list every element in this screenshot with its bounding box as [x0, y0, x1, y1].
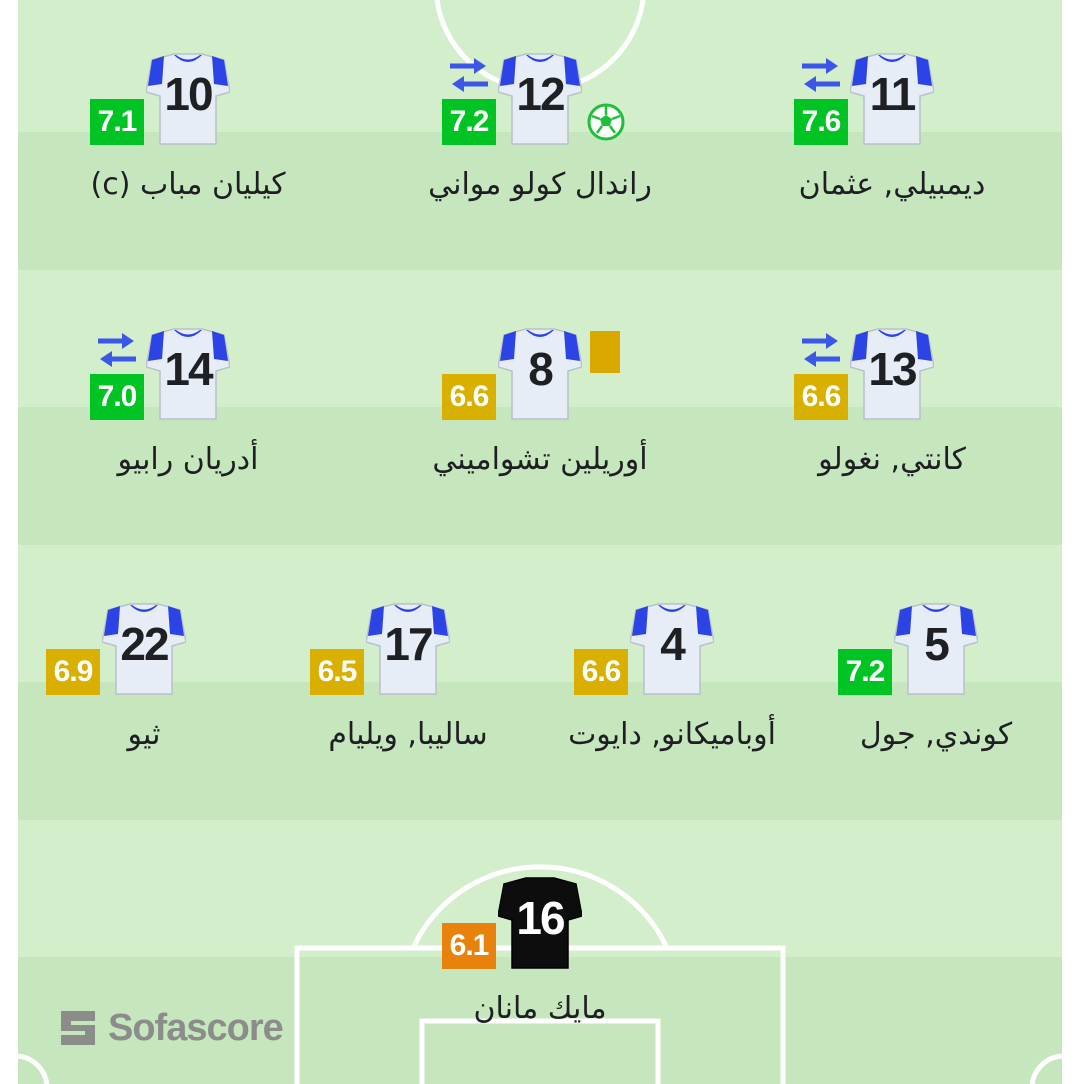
rating-badge: 6.6	[442, 374, 496, 420]
rating-badge: 7.2	[838, 649, 892, 695]
shirt-icon: 22	[102, 602, 186, 696]
shirt-icon: 12	[498, 52, 582, 146]
corner-arc	[1029, 1053, 1065, 1084]
player-name: كيليان مباب (c)	[90, 167, 286, 202]
substitution-icon	[798, 331, 844, 371]
pitch-stripe	[18, 407, 1062, 545]
rating-badge: 7.1	[90, 99, 144, 145]
rating-badge: 6.6	[574, 649, 628, 695]
player-name: أوباميكانو, دايوت	[568, 717, 776, 752]
left-touchline	[13, 0, 18, 1084]
goal-ball-icon	[586, 102, 626, 142]
shirt-number: 22	[120, 618, 169, 670]
rating-badge: 6.9	[46, 649, 100, 695]
substitution-icon	[94, 331, 140, 371]
shirt-number: 14	[164, 343, 213, 395]
penalty-arc	[410, 864, 670, 950]
player-name: أدريان رابيو	[117, 442, 259, 477]
player-name: كوندي, جول	[859, 717, 1013, 752]
substitution-icon	[446, 56, 492, 96]
shirt-icon: 5	[894, 602, 978, 696]
pitch-stripe	[18, 132, 1062, 270]
shirt-number: 13	[868, 343, 917, 395]
corner-arc	[14, 1053, 50, 1084]
player-name: راندال كولو مواني	[428, 167, 652, 202]
right-touchline	[1062, 0, 1067, 1084]
player-name: أوريلين تشواميني	[432, 442, 648, 477]
shirt-number: 8	[528, 343, 554, 395]
rating-badge: 6.5	[310, 649, 364, 695]
shirt-icon: 16	[498, 876, 582, 970]
player-name: ثيو	[127, 717, 161, 752]
shirt-icon: 10	[146, 52, 230, 146]
shirt-icon: 14	[146, 327, 230, 421]
player-name: كانتي, نغولو	[818, 442, 966, 477]
shirt-number: 17	[384, 618, 433, 670]
shirt-icon: 17	[366, 602, 450, 696]
shirt-number: 16	[516, 892, 565, 944]
rating-badge: 6.1	[442, 923, 496, 969]
sofascore-wordmark: Sofascore	[108, 1007, 284, 1049]
shirt-number: 4	[660, 618, 686, 670]
sofascore-logo-icon	[61, 1011, 95, 1045]
shirt-icon: 8	[498, 327, 582, 421]
rating-badge: 7.6	[794, 99, 848, 145]
pitch-stripe	[18, 682, 1062, 820]
yellow-card-icon	[590, 331, 620, 373]
rating-badge: 7.0	[90, 374, 144, 420]
player-name: ديمبيلي, عثمان	[798, 167, 986, 202]
player-name: مايك مانان	[473, 991, 607, 1026]
rating-badge: 6.6	[794, 374, 848, 420]
goal-box	[419, 1018, 661, 1084]
shirt-icon: 11	[850, 52, 934, 146]
shirt-icon: 4	[630, 602, 714, 696]
player-name: ساليبا, ويليام	[328, 717, 488, 752]
shirt-number: 10	[164, 68, 213, 120]
rating-badge: 7.2	[442, 99, 496, 145]
shirt-number: 5	[924, 618, 950, 670]
shirt-number: 11	[869, 68, 917, 120]
substitution-icon	[798, 56, 844, 96]
shirt-number: 12	[516, 68, 565, 120]
shirt-icon: 13	[850, 327, 934, 421]
